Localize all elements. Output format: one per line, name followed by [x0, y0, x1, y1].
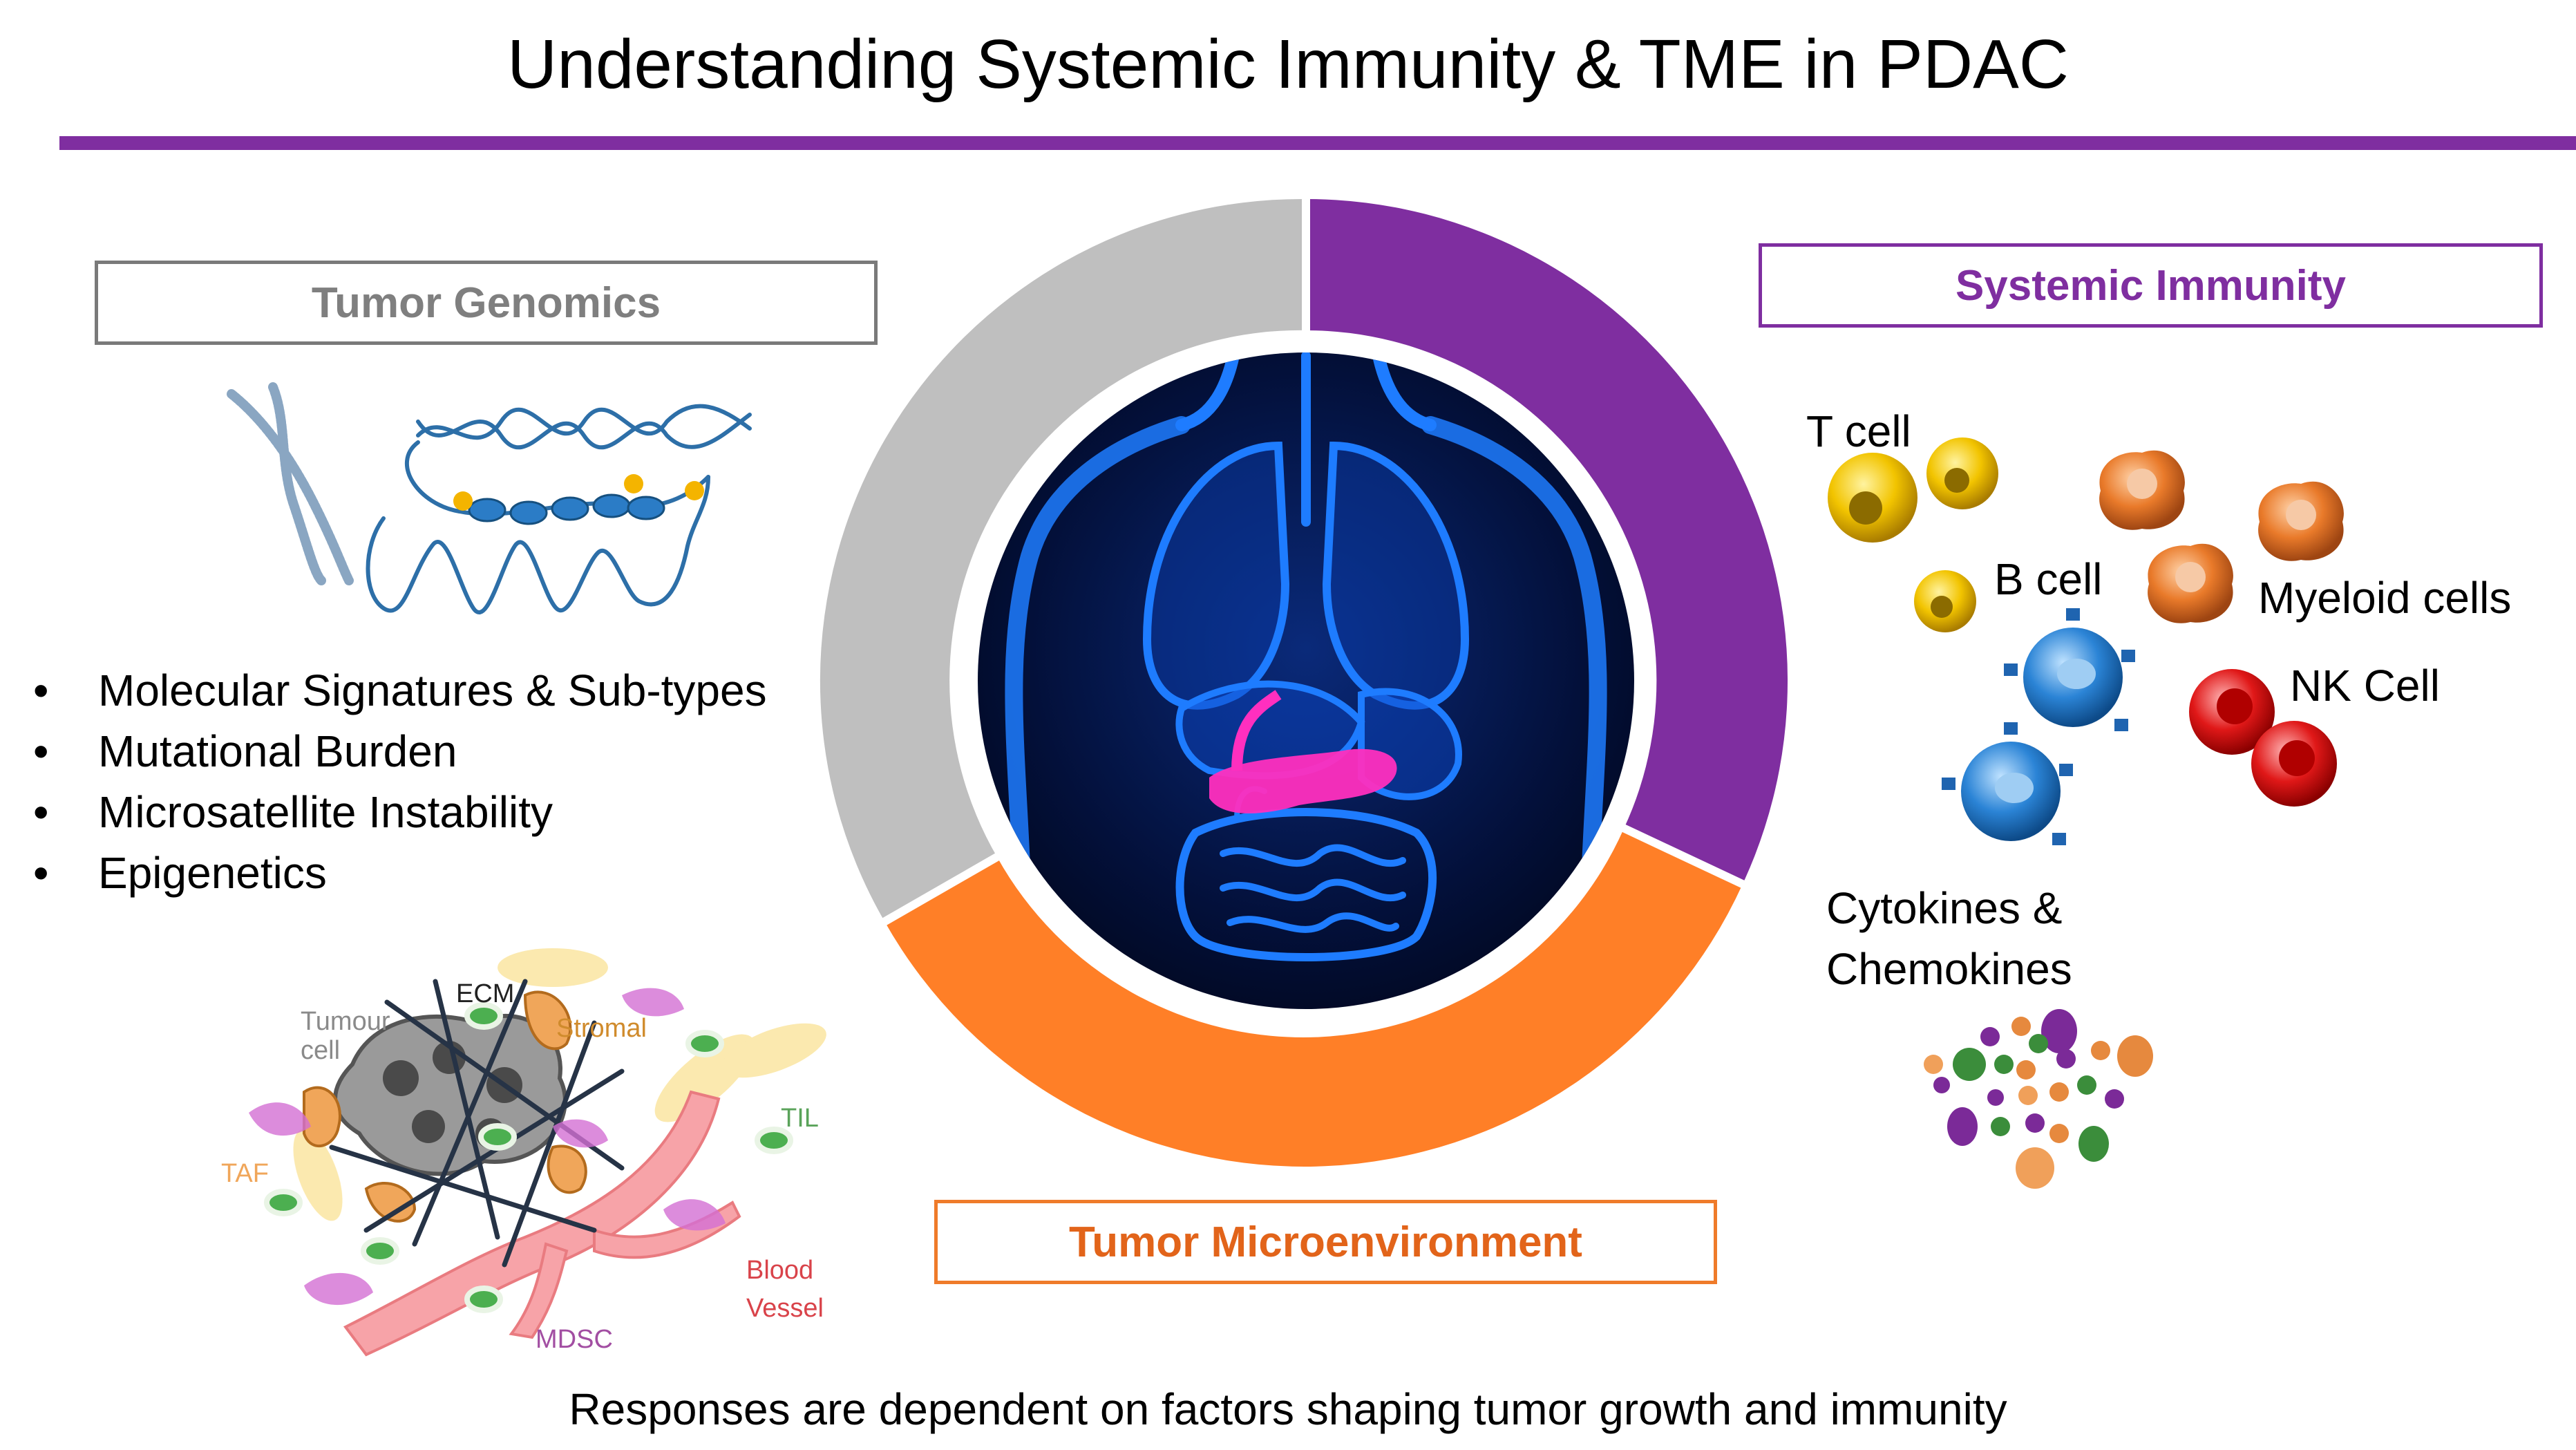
ring-segment-tumor-genomics	[820, 198, 1306, 922]
label-mdsc: MDSC	[536, 1325, 613, 1354]
list-item: Mutational Burden	[28, 721, 767, 782]
label-cytokines: Cytokines &	[1826, 883, 2063, 933]
cytokine-dots	[1924, 1009, 2153, 1189]
ring-segment-systemic-immunity	[1306, 199, 1788, 884]
label-stromal: Stromal	[556, 1014, 647, 1043]
taf-cells	[303, 990, 587, 1223]
label-tumour-cell: Tumour	[301, 1007, 390, 1036]
cytokine-particles-illustration	[1924, 1009, 2153, 1189]
label-t-cell: T cell	[1806, 406, 1911, 456]
tme-text-labels: Tumour cell ECM Stromal TAF TIL Blood Ve…	[221, 979, 824, 1354]
list-item: Molecular Signatures & Sub-types	[28, 660, 767, 721]
label-blood-vessel-2: Vessel	[746, 1294, 824, 1323]
anatomy-circle	[978, 352, 1634, 1009]
b-cell-icons	[1942, 608, 2135, 845]
systemic-immunity-box: Systemic Immunity	[1759, 243, 2543, 328]
label-b-cell: B cell	[1994, 554, 2103, 604]
anatomy-illustration	[1005, 352, 1607, 1009]
list-item: Epigenetics	[28, 842, 767, 903]
nk-cell-icons	[2189, 669, 2337, 807]
label-ecm: ECM	[456, 979, 514, 1008]
dna-chromosome-illustration	[227, 382, 752, 614]
genomics-factor-list: Molecular Signatures & Sub-types Mutatio…	[28, 660, 767, 903]
title-divider	[59, 136, 2576, 150]
ecm-fibers	[329, 979, 625, 1268]
label-chemokines: Chemokines	[1826, 944, 2072, 994]
label-myeloid-cells: Myeloid cells	[2258, 573, 2512, 623]
ring-segment-tumor-microenvironment	[884, 829, 1743, 1167]
central-ring-diagram	[820, 197, 1788, 1167]
myeloid-cell-icons	[2099, 450, 2344, 623]
stromal-cells	[293, 948, 826, 1221]
t-cell-icons	[1828, 437, 1998, 632]
immune-cells-illustration	[1828, 437, 2344, 845]
page-title: Understanding Systemic Immunity & TME in…	[506, 26, 2069, 103]
label-tumour-cell-2: cell	[301, 1036, 340, 1065]
blood-vessel	[343, 1090, 741, 1357]
til-cells	[264, 1002, 793, 1313]
footer-caption: Responses are dependent on factors shapi…	[569, 1384, 2007, 1434]
label-nk-cell: NK Cell	[2290, 661, 2440, 710]
list-item: Microsatellite Instability	[28, 782, 767, 842]
tumor-genomics-box: Tumor Genomics	[95, 261, 878, 345]
label-til: TIL	[781, 1104, 819, 1133]
label-taf: TAF	[221, 1159, 269, 1188]
ring-segments	[820, 197, 1788, 1167]
label-blood-vessel-1: Blood	[746, 1256, 813, 1285]
tumor-microenvironment-box: Tumor Microenvironment	[934, 1200, 1717, 1284]
tumor-microenvironment-illustration: Tumour cell ECM Stromal TAF TIL Blood Ve…	[221, 948, 826, 1357]
mdsc-cells	[249, 988, 726, 1306]
pancreas-highlight	[1209, 690, 1397, 813]
